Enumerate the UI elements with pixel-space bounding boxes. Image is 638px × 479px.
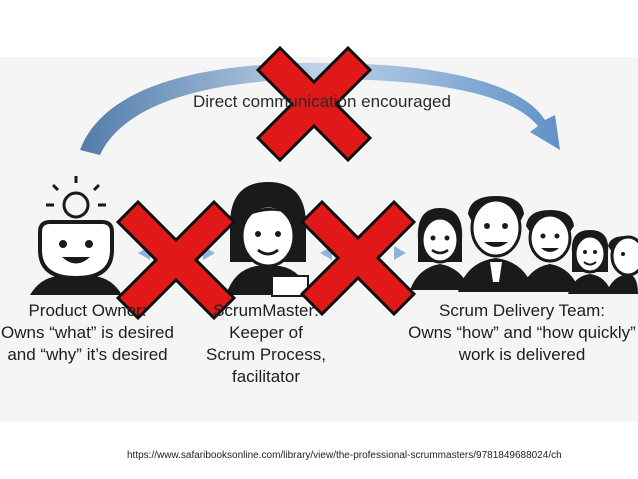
bottom-band bbox=[0, 422, 638, 479]
product-owner-line-2: Owns “what” is desired bbox=[1, 323, 174, 342]
source-link[interactable]: https://www.safaribooksonline.com/librar… bbox=[127, 450, 562, 461]
cross-mark-icon bbox=[255, 45, 373, 163]
scrummaster-line-2: Keeper of bbox=[229, 323, 303, 342]
scrummaster-figure bbox=[226, 182, 310, 297]
product-owner-title: Product Owner: bbox=[28, 301, 147, 320]
product-owner-figure bbox=[30, 176, 122, 295]
team-member-2 bbox=[458, 196, 534, 292]
scrummaster-title: ScrumMaster: bbox=[213, 301, 319, 320]
team-member-3 bbox=[520, 210, 580, 292]
delivery-team-line-3: work is delivered bbox=[458, 345, 586, 364]
lightbulb-icon bbox=[46, 176, 106, 229]
delivery-team-title: Scrum Delivery Team: bbox=[439, 301, 605, 320]
person-icon bbox=[30, 220, 122, 295]
cross-mark-icon bbox=[115, 199, 237, 321]
scrummaster-description: ScrumMaster: Keeper of Scrum Process, fa… bbox=[196, 300, 336, 388]
scrummaster-line-4: facilitator bbox=[231, 367, 301, 386]
communication-arc bbox=[80, 62, 560, 155]
cross-mark-icon bbox=[299, 199, 417, 317]
delivery-team-figures bbox=[410, 196, 638, 294]
product-owner-description: Product Owner: Owns “what” is desired an… bbox=[0, 300, 185, 366]
team-member-5 bbox=[606, 235, 638, 294]
communication-label: Direct communication encouraged bbox=[193, 92, 451, 111]
delivery-team-description: Scrum Delivery Team: Owns “how” and “how… bbox=[392, 300, 638, 366]
team-member-1 bbox=[410, 208, 470, 290]
product-owner-line-3: and “why” it’s desired bbox=[7, 345, 168, 364]
delivery-team-line-2: Owns “how” and “how quickly” bbox=[408, 323, 636, 342]
team-member-4 bbox=[568, 230, 612, 294]
scrummaster-line-3: Scrum Process, bbox=[206, 345, 326, 364]
